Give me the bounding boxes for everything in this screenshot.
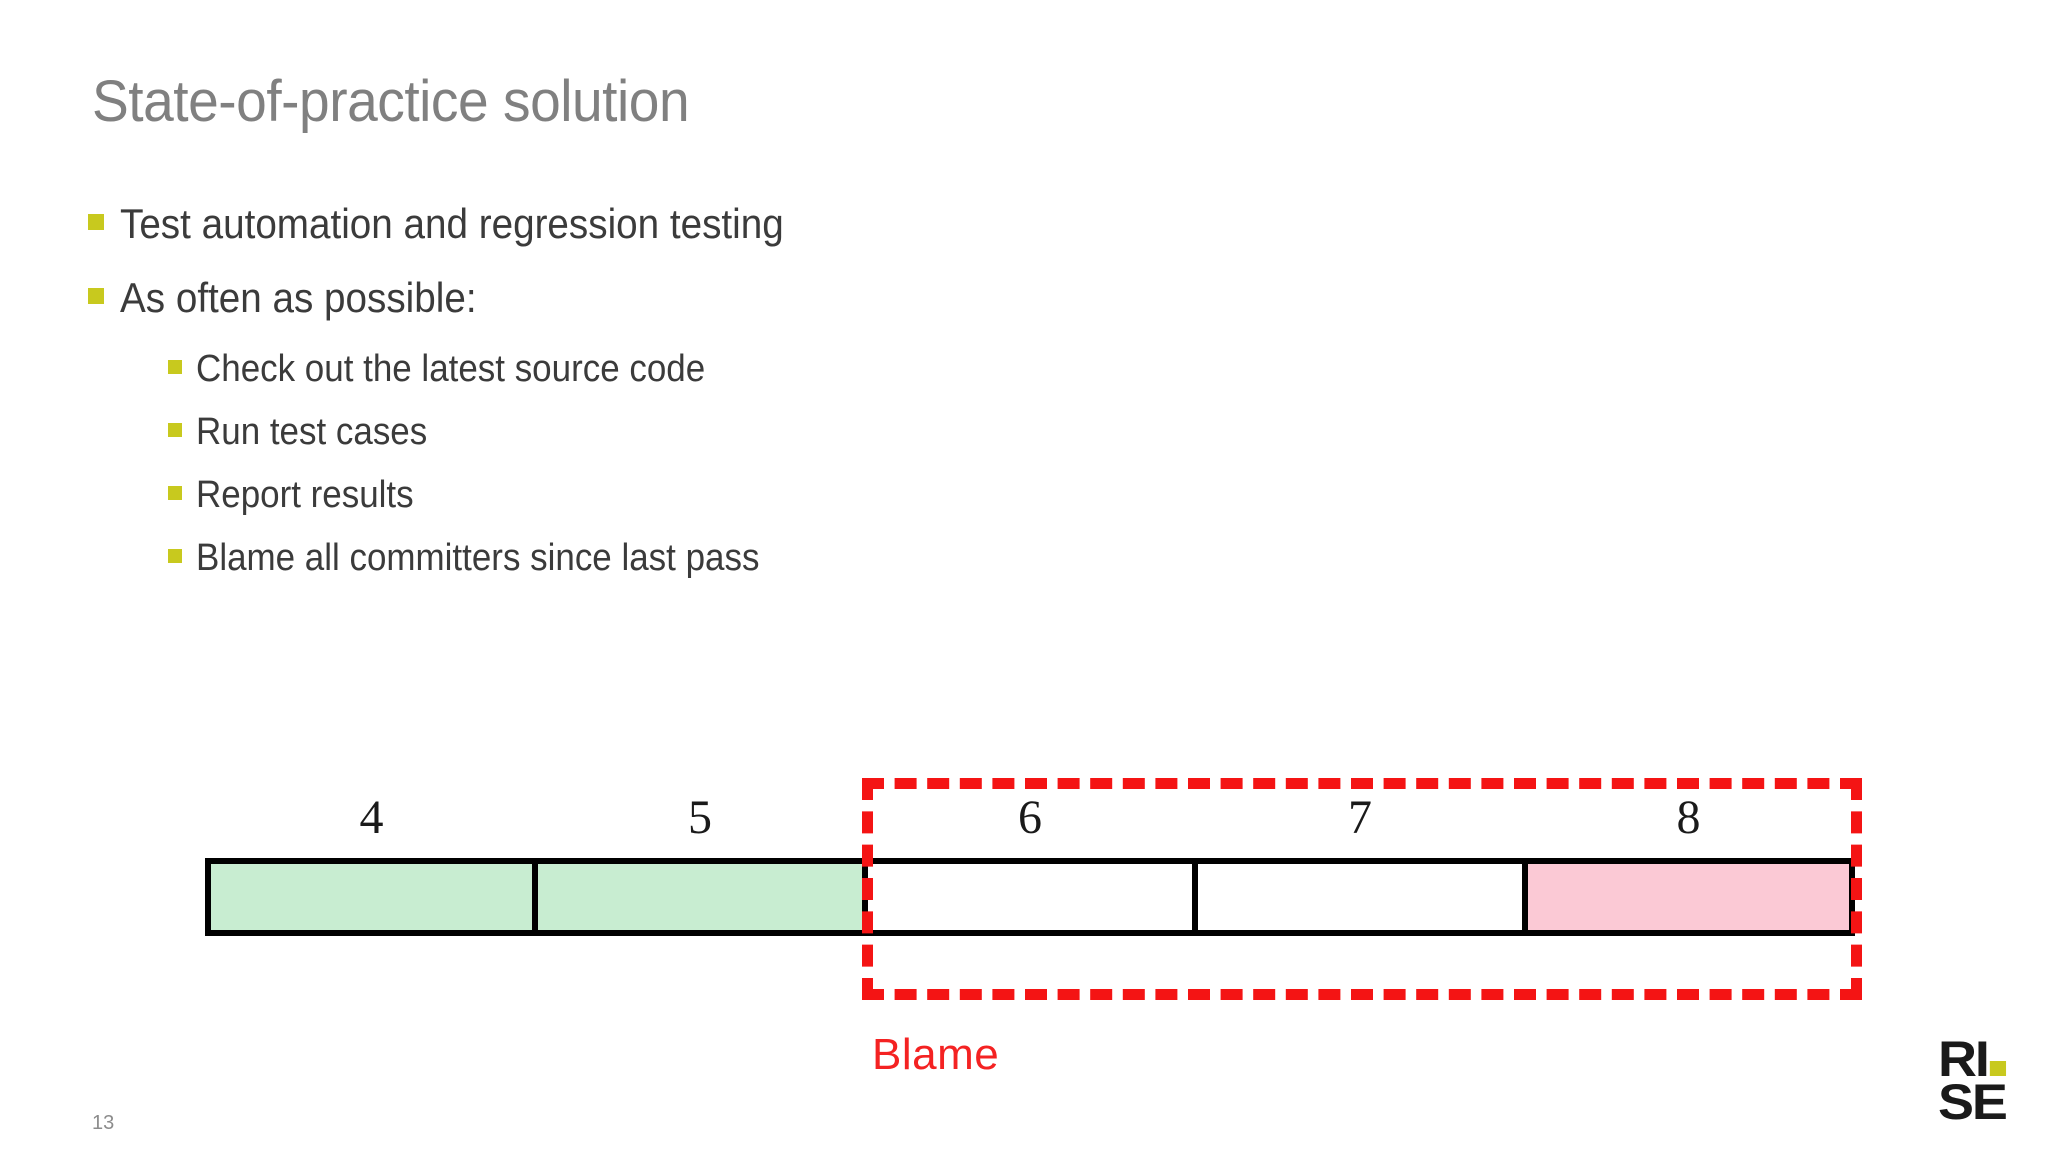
timeline-cell: 7 — [1195, 791, 1525, 936]
bullet-square-icon — [88, 288, 104, 304]
page-title: State-of-practice solution — [92, 69, 690, 134]
timeline-cells: 4 5 6 7 8 — [205, 791, 1855, 936]
timeline-cell: 4 — [205, 791, 535, 936]
timeline-cell: 6 — [865, 791, 1195, 936]
bullet-list: Test automation and regression testing A… — [88, 200, 1888, 600]
list-item: Test automation and regression testing — [88, 200, 1888, 248]
bullet-square-icon — [168, 549, 182, 563]
bullet-square-icon — [168, 360, 182, 374]
list-item-label: Check out the latest source code — [196, 348, 706, 390]
timeline-cell-label: 8 — [1676, 791, 1701, 844]
rise-logo-text-ri: RI — [1938, 1031, 1990, 1087]
bullet-square-icon — [88, 214, 104, 230]
list-item-label: Blame all committers since last pass — [196, 537, 760, 579]
list-item: Run test cases — [88, 411, 1888, 454]
list-item: Check out the latest source code — [88, 348, 1888, 391]
list-item-label: Report results — [196, 474, 414, 516]
rise-logo-line-2: SE — [1938, 1074, 2008, 1130]
bullet-square-icon — [168, 486, 182, 500]
timeline-cell-label: 4 — [359, 791, 384, 844]
rise-logo-line-1: RI — [1938, 1034, 2031, 1084]
rise-logo: RI SE — [1938, 1034, 2024, 1130]
timeline-cell-label: 7 — [1348, 791, 1372, 844]
list-item-label: As often as possible: — [120, 274, 477, 321]
timeline-cell: 5 — [535, 791, 865, 936]
blame-highlight-box — [862, 778, 1862, 1000]
timeline-cell-label: 6 — [1018, 791, 1042, 844]
list-item-label: Test automation and regression testing — [120, 200, 784, 247]
timeline-cell: 8 — [1525, 791, 1855, 936]
blame-annotation-label: Blame — [872, 1030, 1000, 1079]
rise-logo-dot-icon — [1989, 1061, 2007, 1076]
list-item: Report results — [88, 474, 1888, 517]
list-item-label: Run test cases — [196, 411, 428, 453]
list-item: As often as possible: — [88, 274, 1888, 322]
timeline-cell-label: 5 — [688, 791, 712, 844]
list-item: Blame all committers since last pass — [88, 537, 1888, 580]
page-number: 13 — [92, 1112, 115, 1134]
bullet-square-icon — [168, 423, 182, 437]
